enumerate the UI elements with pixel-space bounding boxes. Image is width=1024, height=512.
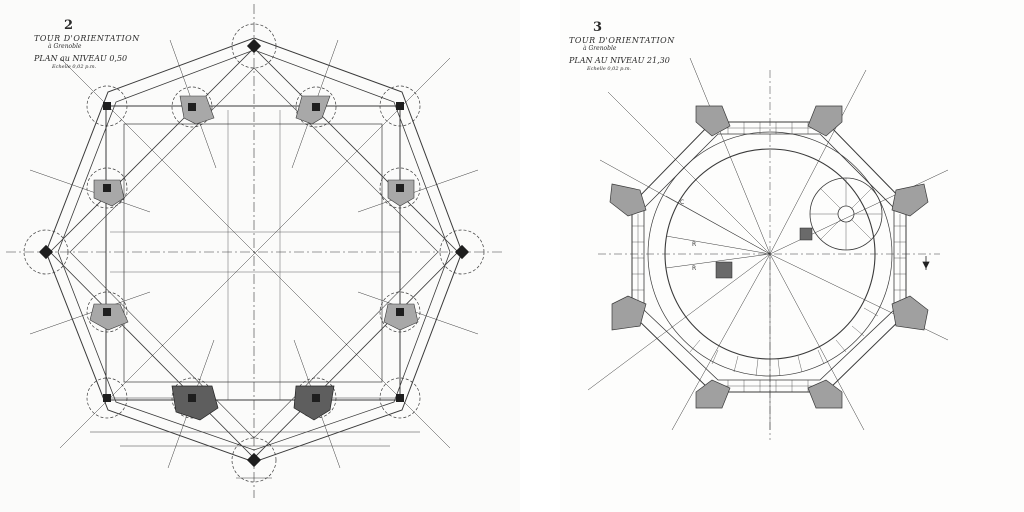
right-plan-location: à Grenoble [583, 45, 617, 53]
right-plan-scale: Echelle 0,02 p.m. [587, 65, 632, 72]
outer-wall-octagon [631, 121, 907, 393]
inner-square [105, 105, 401, 401]
spiral-stair-core [837, 205, 855, 223]
right-plan-title: TOUR D'ORIENTATION [569, 35, 675, 45]
inner-wall-octagon [643, 133, 895, 381]
svg-text:R: R [692, 265, 696, 272]
diagonal-b [59, 57, 451, 449]
svg-text:R: R [692, 241, 696, 248]
left-plan-level: PLAN au NIVEAU 0,50 [34, 54, 128, 64]
right-title-block: 3 TOUR D'ORIENTATION à Grenoble PLAN AU … [569, 20, 675, 72]
right-drawing-sheet [560, 0, 1024, 512]
left-drawing-sheet [0, 0, 520, 512]
svg-text:C: C [680, 199, 684, 206]
left-title-block: 2 TOUR D'ORIENTATION à Grenoble PLAN au … [34, 18, 140, 70]
left-plan-location: à Grenoble [48, 43, 82, 51]
right-plan-level: PLAN AU NIVEAU 21,30 [569, 56, 670, 66]
right-plan-number: 3 [593, 20, 603, 35]
inner-square-offset [123, 123, 383, 383]
left-plan-number: 2 [64, 18, 74, 33]
left-plan-scale: Echelle 0,02 p.m. [52, 63, 97, 70]
left-plan-title: TOUR D'ORIENTATION [34, 33, 140, 43]
